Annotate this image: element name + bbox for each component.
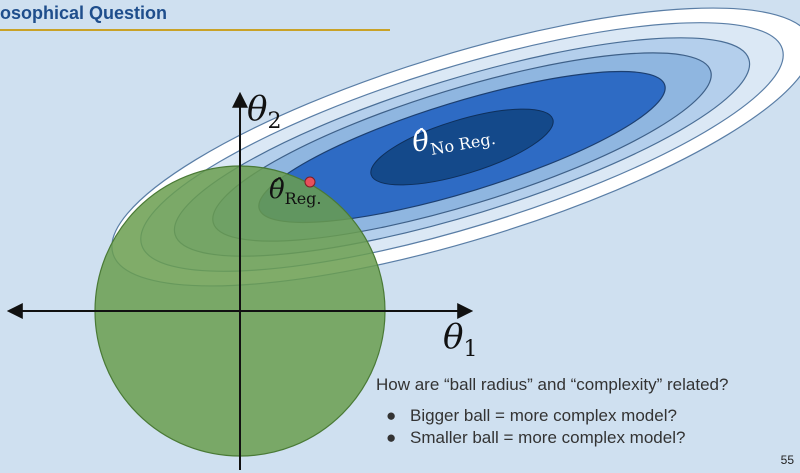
bullet-dot: ● [386,428,397,447]
loss-contours [111,7,800,287]
bullet-item: ● Bigger ball = more complex model? [386,405,685,427]
page-number: 55 [780,453,794,467]
title-underline [0,29,390,31]
x-axis-label: θ1 [443,317,477,362]
bullet-text: Bigger ball = more complex model? [410,406,677,425]
contour-level-6 [370,108,554,186]
question-text: How are “ball radius” and “complexity” r… [376,375,729,394]
bullet-text: Smaller ball = more complex model? [410,428,686,447]
bullet-item: ● Smaller ball = more complex model? [386,427,685,449]
reg-label: θ̂Reg. [269,175,322,208]
y-axis-label: θ2 [247,89,281,134]
answer-bullets: ● Bigger ball = more complex model? ● Smal… [386,405,685,449]
bullet-dot: ● [386,406,397,425]
slide-title: osophical Question [0,3,168,23]
reg-point [304,176,316,188]
